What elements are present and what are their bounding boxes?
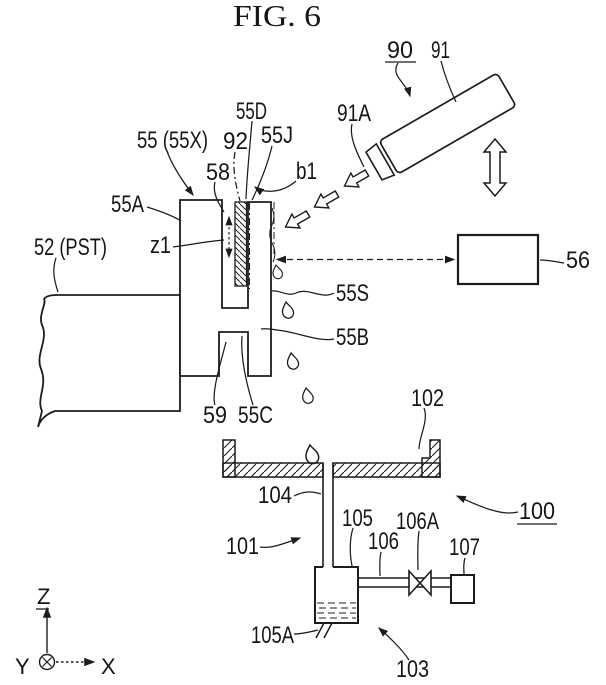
holder-body (179, 199, 272, 377)
leader-92 (233, 151, 241, 202)
leader-104 (293, 491, 322, 497)
leader-91 (440, 60, 457, 103)
label-55x: 55 (55X) (137, 127, 208, 154)
leader-55x (166, 150, 194, 197)
leader-55a (146, 206, 182, 222)
leader-59 (213, 341, 227, 406)
leader-101 (259, 537, 302, 548)
sensor-box-56 (456, 233, 540, 286)
label-101: 101 (226, 533, 259, 560)
leader-107 (463, 557, 466, 575)
leader-106 (379, 551, 382, 577)
label-58: 58 (206, 159, 230, 186)
leader-58 (213, 181, 225, 213)
leader-105 (349, 527, 354, 567)
leader-102 (418, 407, 426, 450)
label-axis-z: Z (37, 584, 50, 609)
leader-52 (53, 257, 59, 293)
holder-55 (179, 199, 276, 377)
liquid-film-line (269, 207, 276, 263)
liquid-105a (317, 602, 356, 619)
figure-title: FIG. 6 (233, 0, 321, 33)
label-92: 92 (223, 128, 248, 155)
label-55c: 55C (238, 402, 273, 429)
nozzle-body (379, 73, 516, 174)
label-105: 105 (342, 505, 373, 532)
label-z1: z1 (150, 232, 171, 259)
leader-90 (395, 62, 412, 98)
leader-z1 (172, 239, 225, 248)
label-90: 90 (387, 37, 413, 64)
label-52: 52 (PST) (34, 234, 107, 261)
suction-pipe-106 (358, 577, 451, 588)
spray-arrow (284, 210, 311, 229)
droplets (272, 264, 320, 465)
drain-stub (315, 622, 333, 639)
leader-55b (260, 328, 335, 341)
label-91a: 91A (337, 100, 371, 127)
leader-lines (53, 60, 565, 661)
label-55b: 55B (336, 324, 369, 351)
label-55j: 55J (261, 122, 293, 149)
tank-105 (314, 566, 359, 639)
label-55d: 55D (236, 98, 267, 125)
label-axis-y: Y (15, 654, 30, 679)
leader-105a (293, 629, 319, 635)
pump-box-107 (450, 574, 475, 604)
coordinate-axes (38, 606, 96, 671)
leader-103 (378, 627, 410, 661)
valve-106a (408, 568, 432, 598)
leader-55j (251, 145, 273, 201)
nozzle-tip-91a (364, 142, 396, 181)
leader-56 (539, 259, 565, 264)
label-55a: 55A (111, 191, 144, 218)
label-106a: 106A (396, 508, 439, 535)
nozzle-91 (364, 73, 516, 181)
label-91: 91 (431, 37, 450, 64)
label-102: 102 (411, 385, 444, 412)
label-100: 100 (519, 498, 555, 525)
label-59: 59 (203, 402, 227, 429)
leader-b1 (253, 180, 297, 196)
stage-52 (37, 294, 181, 428)
label-106: 106 (368, 528, 399, 555)
leader-55c (241, 335, 254, 406)
label-105a: 105A (251, 622, 294, 649)
spray-arrow (313, 190, 340, 209)
label-55s: 55S (336, 280, 369, 307)
spray-arrows-b1 (284, 169, 370, 229)
leader-91a (350, 123, 365, 168)
label-104: 104 (258, 482, 292, 509)
label-107: 107 (449, 534, 480, 561)
label-axis-x: X (101, 654, 116, 679)
spray-arrow (343, 169, 370, 188)
label-b1: b1 (296, 158, 317, 185)
nozzle-motion-arrow (482, 137, 508, 198)
drain-pan-102 (222, 439, 441, 478)
substrate-edge-92 (234, 201, 248, 287)
label-56: 56 (566, 247, 590, 274)
leader-106a (417, 530, 420, 571)
leader-55s (271, 290, 335, 296)
leader-55d (245, 120, 253, 200)
drain-pipe-104 (322, 463, 334, 567)
label-103: 103 (396, 656, 429, 683)
leader-100 (455, 495, 519, 514)
